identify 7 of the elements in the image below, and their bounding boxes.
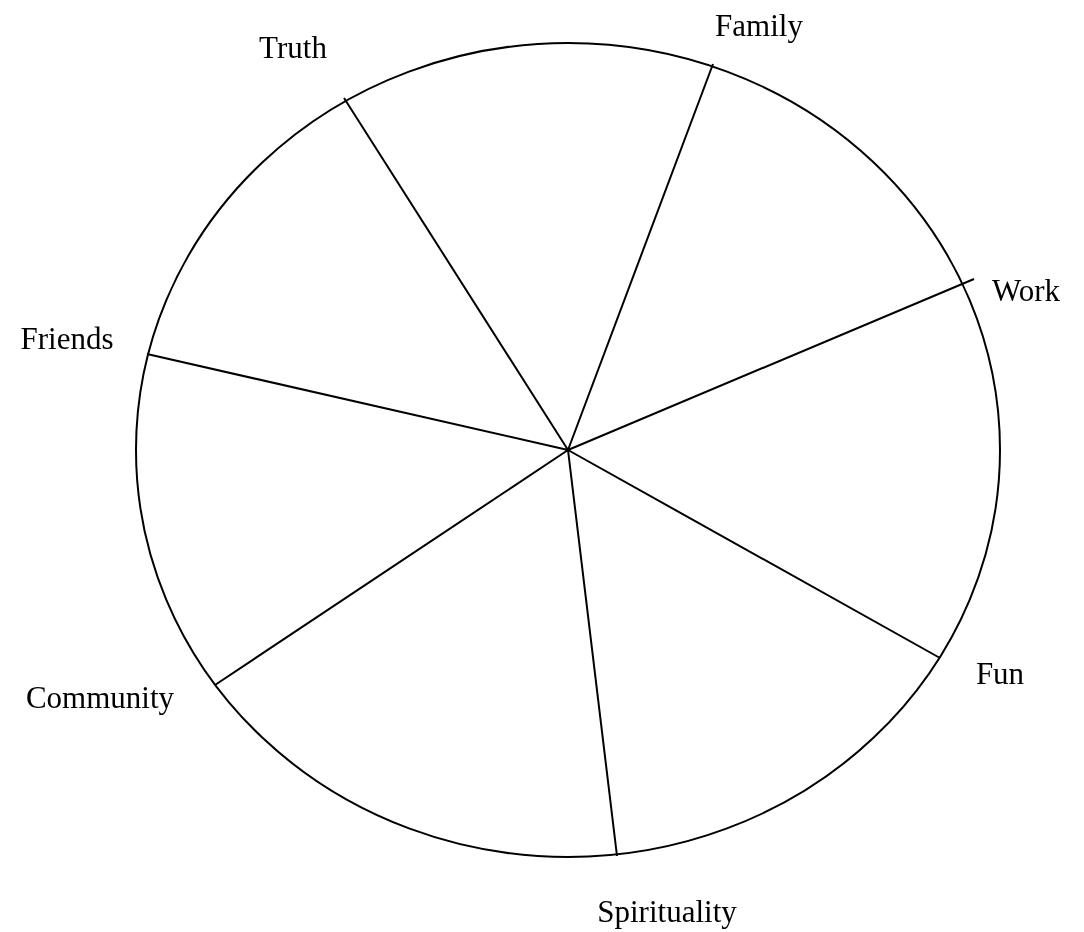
sector-label: Work <box>991 273 1061 309</box>
sector-label: Friends <box>20 321 114 357</box>
sector-label: Fun <box>975 656 1025 692</box>
sector-label: Spirituality <box>597 894 737 930</box>
sector-label: Community <box>25 680 175 716</box>
sector-label: Family <box>715 8 803 44</box>
sector-label: Truth <box>259 30 327 66</box>
